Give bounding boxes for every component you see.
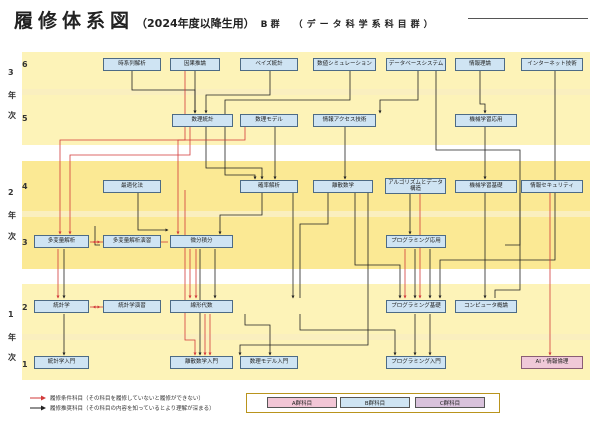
year-label-1-nen: 年 bbox=[8, 333, 16, 342]
year-label-3: 3 bbox=[8, 68, 14, 77]
year-label-2-ji: 次 bbox=[8, 232, 16, 241]
semester-label-4: 4 bbox=[22, 182, 28, 191]
legend-b-group: B群科目 bbox=[340, 397, 410, 408]
course-prog-applied: プログラミング応用 bbox=[386, 235, 446, 248]
year-label-1: 1 bbox=[8, 310, 14, 319]
course-ml-applied: 機械学習応用 bbox=[455, 114, 517, 127]
title-year: （2024年度以降生用） bbox=[136, 17, 255, 30]
course-simulation: 数値シミュレーション bbox=[313, 58, 376, 71]
course-joho-access: 情報アクセス技術 bbox=[313, 114, 376, 127]
course-bibun: 微分積分 bbox=[170, 235, 233, 248]
year-label-1-ji: 次 bbox=[8, 353, 16, 362]
page-title: 履修体系図 （2024年度以降生用） B 群 （データ科学系科目群） bbox=[14, 6, 437, 32]
title-subtitle: （データ科学系科目群） bbox=[293, 20, 437, 30]
semester-label-5: 5 bbox=[22, 114, 28, 123]
course-database: データベースシステム bbox=[386, 58, 446, 71]
course-prog-intro: プログラミング入門 bbox=[386, 356, 446, 369]
legend-recommended-text: 履修推奨科目（その科目の内容を知っているとより理解が深まる） bbox=[50, 406, 215, 412]
course-ingasuiron: 因果推論 bbox=[170, 58, 220, 71]
black-arrow-icon bbox=[30, 405, 46, 411]
course-tahenryo: 多変量解析 bbox=[34, 235, 89, 248]
title-rule bbox=[468, 18, 588, 19]
recommended-links bbox=[62, 71, 556, 356]
red-arrow-icon bbox=[30, 395, 46, 401]
course-bayes: ベイズ統計 bbox=[240, 58, 298, 71]
band-separator bbox=[22, 211, 590, 217]
legend-prereq: 履修条件科目（その科目を履修していないと履修ができない） bbox=[30, 394, 204, 402]
year-label-3-nen: 年 bbox=[8, 91, 16, 100]
course-risan: 離散数学 bbox=[313, 180, 373, 193]
course-joho-riron: 情報理論 bbox=[455, 58, 505, 71]
course-senkei: 線形代数 bbox=[170, 300, 233, 313]
legend-a-group: A群科目 bbox=[267, 397, 337, 408]
course-kakuritsu: 確率解析 bbox=[240, 180, 298, 193]
course-prog-basic: プログラミング基礎 bbox=[386, 300, 446, 313]
course-jikeiretsu: 時系列解析 bbox=[103, 58, 161, 71]
year-label-2: 2 bbox=[8, 188, 14, 197]
semester-label-1: 1 bbox=[22, 360, 28, 369]
course-tokeigaku-ex: 統計学演習 bbox=[103, 300, 161, 313]
course-internet: インターネット技術 bbox=[521, 58, 583, 71]
course-suri-model: 数理モデル bbox=[240, 114, 298, 127]
title-main: 履修体系図 bbox=[14, 10, 135, 32]
course-algorithm: アルゴリズムとデータ構造 bbox=[385, 178, 446, 194]
title-group: B 群 bbox=[260, 20, 280, 30]
course-tokei-intro: 統計学入門 bbox=[34, 356, 89, 369]
legend-prereq-text: 履修条件科目（その科目を履修していないと履修ができない） bbox=[50, 396, 204, 402]
course-ml-basic: 機械学習基礎 bbox=[455, 180, 517, 193]
course-risan-intro: 離散数学入門 bbox=[170, 356, 233, 369]
year-label-3-ji: 次 bbox=[8, 111, 16, 120]
semester-label-3: 3 bbox=[22, 238, 28, 247]
legend-c-group: C群科目 bbox=[415, 397, 485, 408]
course-suri-tokei: 数理統計 bbox=[172, 114, 233, 127]
semester-label-6: 6 bbox=[22, 60, 28, 69]
band-separator bbox=[22, 334, 590, 340]
course-tokeigaku: 統計学 bbox=[34, 300, 89, 313]
course-ai-ethics: AI・情報倫理 bbox=[521, 356, 583, 369]
semester-label-2: 2 bbox=[22, 303, 28, 312]
group-legend bbox=[246, 393, 500, 413]
band-semester-1 bbox=[22, 340, 590, 380]
legend-recommended: 履修推奨科目（その科目の内容を知っているとより理解が深まる） bbox=[30, 404, 215, 412]
course-suri-model-intro: 数理モデル入門 bbox=[240, 356, 298, 369]
course-tahenryo-ex: 多変量解析演習 bbox=[103, 235, 161, 248]
course-security: 情報セキュリティ bbox=[521, 180, 583, 193]
band-separator bbox=[22, 89, 590, 95]
course-saitekika: 最適化法 bbox=[103, 180, 161, 193]
prereq-links bbox=[56, 71, 552, 356]
year-label-2-nen: 年 bbox=[8, 211, 16, 220]
course-computer: コンピュータ概論 bbox=[455, 300, 517, 313]
